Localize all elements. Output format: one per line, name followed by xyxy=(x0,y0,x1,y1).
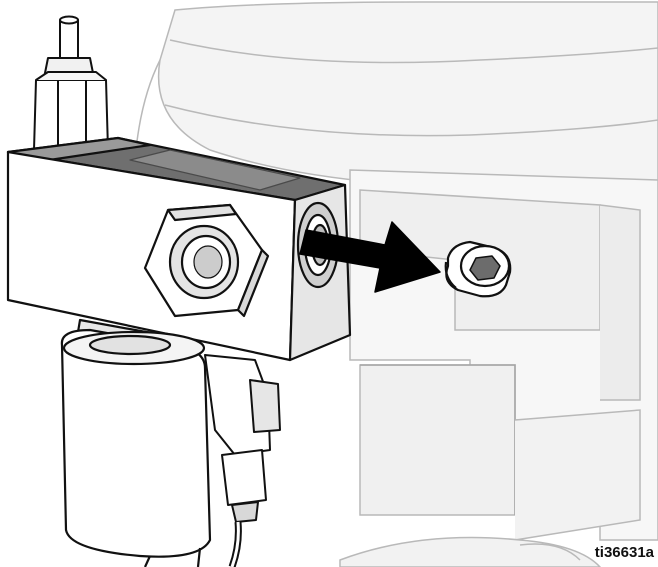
electrical-connector xyxy=(204,354,281,567)
housing-panel xyxy=(359,364,516,516)
direction-arrow-icon xyxy=(299,221,441,293)
solenoid-cylinder xyxy=(60,318,212,567)
housing-dome xyxy=(157,1,658,189)
hex-nut xyxy=(143,203,270,318)
figure-id-label: ti36631a xyxy=(594,544,654,561)
hex-socket-plug xyxy=(444,240,512,298)
